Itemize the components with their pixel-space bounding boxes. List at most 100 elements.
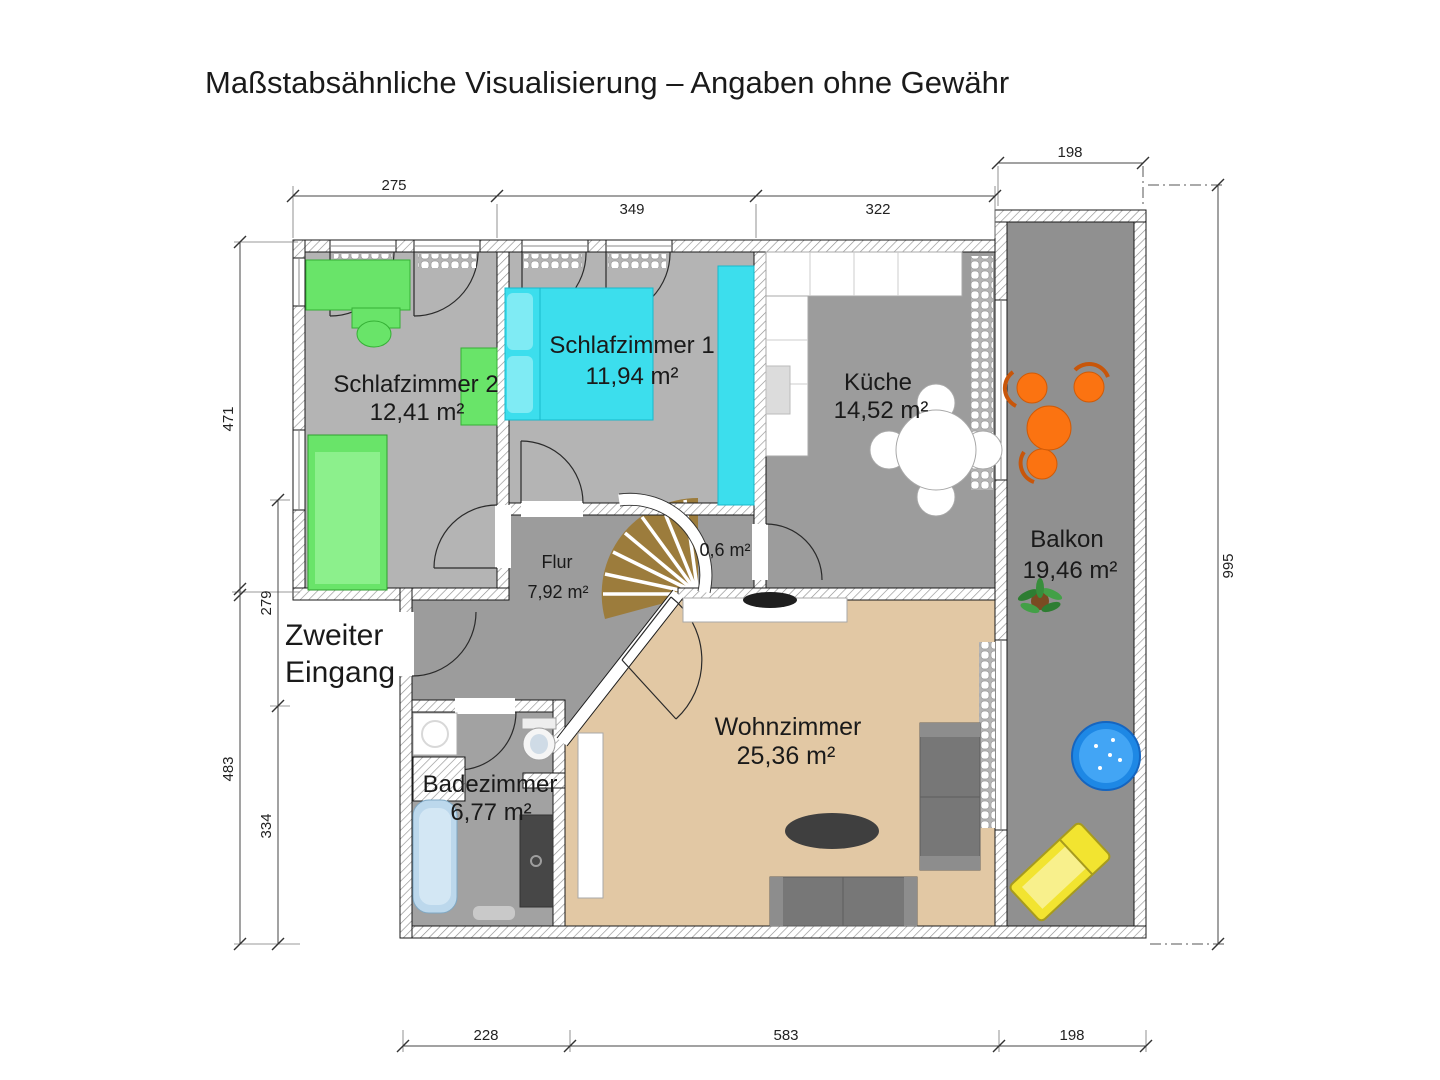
label-second-entrance-1: Zweiter	[285, 619, 383, 652]
wall-balkon-right	[1133, 221, 1147, 939]
wohnzimmer-floor	[565, 600, 995, 926]
gap-kueche-door	[752, 524, 768, 580]
washing-machine	[412, 712, 458, 756]
balcony-table	[1026, 405, 1072, 451]
dim-left-279: 279	[258, 590, 275, 615]
wall-bottom	[399, 925, 1147, 939]
desk-chair	[356, 320, 392, 348]
label-treppenraum-area: 0,6 m²	[699, 540, 750, 560]
door-swing-sz2	[433, 504, 498, 569]
duct-hatched	[522, 772, 566, 789]
window-door-swing-2	[413, 251, 479, 317]
pillow-1	[507, 293, 533, 350]
radiator-sz2-2	[418, 254, 476, 268]
washing-machine-drum	[421, 720, 449, 748]
bathtub-inner	[419, 808, 451, 905]
label-kueche-name: Küche	[844, 369, 912, 396]
door-swing-bad	[457, 711, 517, 771]
shower-drain	[530, 855, 542, 867]
desk	[305, 259, 411, 311]
label-schlafzimmer1-area: 11,94 m²	[586, 363, 679, 390]
furniture-badezimmer	[412, 712, 566, 920]
dim-bottom-583: 583	[773, 1027, 798, 1044]
furniture-schlafzimmer1	[504, 265, 755, 506]
counter-top	[765, 251, 963, 297]
label-balkon-area: 19,46 m²	[1023, 557, 1118, 584]
window-sz2-2	[413, 239, 481, 253]
labels: Maßstabsähnliche Visualisierung – Angabe…	[205, 65, 1117, 826]
gap-sz2-door	[495, 505, 511, 568]
dimension-lines: 275 349 322 198 228 583 198 471 483 279 …	[220, 144, 1237, 1053]
dim-bottom-228: 228	[473, 1027, 498, 1044]
toilet-tank	[521, 717, 557, 730]
balkon-floor	[1007, 222, 1134, 926]
bath-mat	[473, 906, 515, 920]
shower	[519, 814, 554, 908]
window-kueche-balkon	[994, 299, 1008, 481]
balcony-chair-1	[1002, 370, 1048, 408]
label-second-entrance-2: Eingang	[285, 656, 395, 689]
radiator-sz1-2	[608, 254, 666, 268]
wall-balkon-top	[994, 209, 1147, 223]
dining-table	[895, 409, 977, 491]
tv	[743, 592, 797, 608]
toilet-seat	[530, 734, 548, 754]
shaft-hatched	[412, 756, 466, 802]
dim-left-334: 334	[258, 813, 275, 838]
label-schlafzimmer1-name: Schlafzimmer 1	[549, 332, 714, 359]
furniture-schlafzimmer2	[305, 259, 498, 591]
page-title: Maßstabsähnliche Visualisierung – Angabe…	[205, 65, 1009, 100]
dimension-ticks	[233, 156, 1225, 1053]
gap-bad-door	[455, 698, 515, 714]
dim-bottom-198: 198	[1059, 1027, 1084, 1044]
gap-second-entrance	[398, 612, 414, 676]
dim-top-322: 322	[865, 201, 890, 218]
sofa-horizontal	[769, 876, 918, 927]
kitchen-appliance	[765, 365, 791, 415]
label-schlafzimmer2-name: Schlafzimmer 2	[333, 371, 498, 398]
door-swing-second-entrance	[411, 611, 477, 677]
rug	[785, 813, 879, 849]
label-badezimmer-name: Badezimmer	[423, 771, 558, 798]
wall-bad-wohnzimmer	[552, 699, 566, 927]
windows	[292, 239, 1008, 831]
wardrobe-green	[460, 347, 498, 426]
wall-stair-curve	[618, 492, 713, 594]
label-flur-area: 7,92 m²	[527, 582, 588, 602]
wall-diagonal	[556, 589, 684, 747]
window-sz1-1	[521, 239, 589, 253]
dim-top-349: 349	[619, 201, 644, 218]
label-schlafzimmer2-area: 12,41 m²	[370, 399, 465, 426]
balcony-chair-2	[1073, 362, 1110, 403]
label-kueche-area: 14,52 m²	[834, 397, 929, 424]
label-balkon-name: Balkon	[1030, 526, 1103, 553]
label-wohnzimmer-area: 25,36 m²	[737, 742, 836, 770]
dim-left-483: 483	[220, 756, 237, 781]
dim-top-275: 275	[381, 177, 406, 194]
flur-lower-floor	[412, 600, 678, 741]
label-badezimmer-area: 6,77 m²	[450, 799, 531, 826]
dim-left-471: 471	[220, 406, 237, 431]
single-bed-mattress	[315, 452, 380, 584]
pillow-2	[507, 356, 533, 413]
balcony-plant	[1017, 578, 1063, 614]
door-swing-kueche	[765, 523, 823, 581]
sideboard-left	[577, 732, 604, 899]
window-sz2-1	[329, 239, 397, 253]
furniture-kueche	[765, 251, 1003, 517]
radiator-wohnzimmer	[979, 642, 995, 828]
wardrobe-cyan	[717, 265, 755, 506]
label-flur-name: Flur	[542, 552, 573, 572]
window-sz2-left-2	[292, 429, 306, 511]
balcony-lounger	[1009, 822, 1111, 922]
sofa-vertical	[919, 722, 981, 871]
radiator-sz1-1	[524, 254, 582, 268]
counter-divisions	[766, 252, 899, 385]
window-sz2-left-1	[292, 257, 306, 307]
window-wohnzimmer-balkon	[994, 639, 1008, 831]
label-wohnzimmer-name: Wohnzimmer	[715, 713, 862, 741]
door-openings	[398, 501, 768, 714]
dim-top-right-198: 198	[1057, 144, 1082, 161]
